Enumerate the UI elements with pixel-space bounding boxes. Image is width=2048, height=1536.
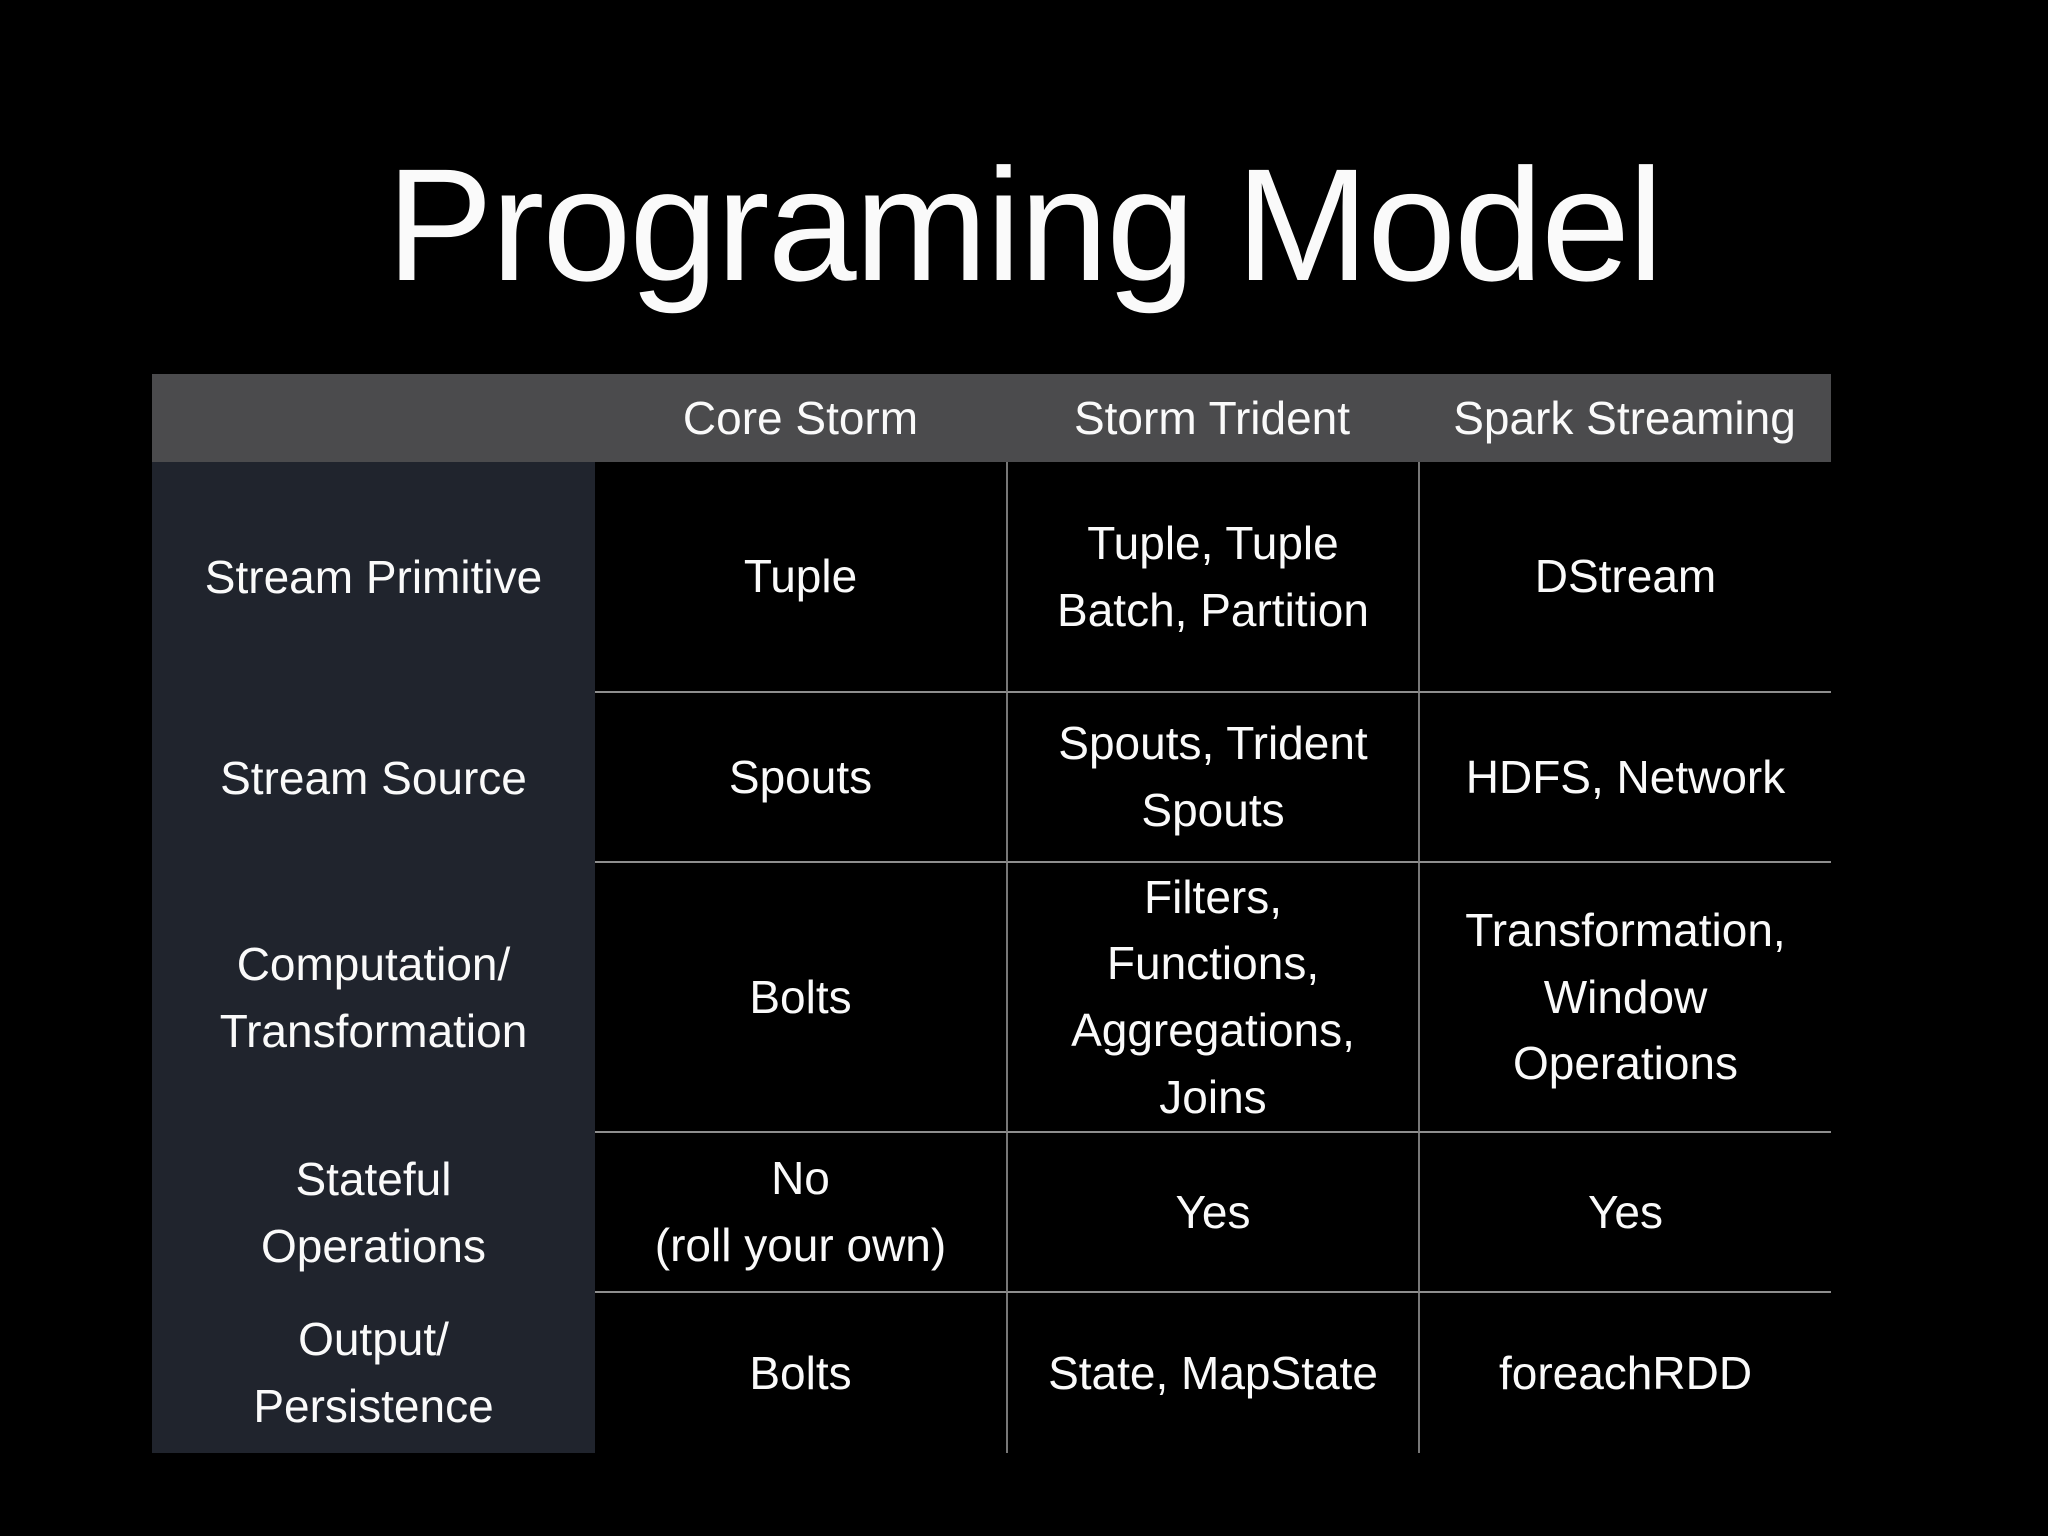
header-corner-cell — [152, 374, 595, 462]
table-cell: Spouts, Trident Spouts — [1006, 693, 1418, 863]
row-label-stream-primitive: Stream Primitive — [152, 462, 595, 693]
row-label-stateful-operations: Stateful Operations — [152, 1133, 595, 1293]
row-label-computation-transformation: Computation/ Transformation — [152, 863, 595, 1133]
column-header-storm-trident: Storm Trident — [1006, 374, 1418, 462]
table-cell: Bolts — [595, 863, 1006, 1133]
table-cell: Bolts — [749, 1346, 852, 1399]
slide-title: Programing Model — [386, 135, 1663, 314]
row-label-stream-source: Stream Source — [152, 693, 595, 863]
table-cell: Transformation, Window Operations — [1418, 863, 1831, 1133]
table-cell: Tuple — [595, 462, 1006, 693]
table-cell: Spouts — [595, 693, 1006, 863]
table-cell: No (roll your own) — [595, 1133, 1006, 1293]
table-cell: State, MapState — [1006, 1293, 1418, 1453]
column-header-spark-streaming: Spark Streaming — [1418, 374, 1831, 462]
table-cell: Tuple, Tuple Batch, Partition — [1006, 462, 1418, 693]
table-cell: DStream — [1418, 462, 1831, 693]
table-cell: Filters, Functions, Aggregations, Joins — [1006, 863, 1418, 1133]
table-cell: HDFS, Network — [1418, 693, 1831, 863]
table-cell: Yes — [1418, 1133, 1831, 1293]
table-cell: Yes — [1006, 1133, 1418, 1293]
table-cell: foreachRDD — [1418, 1293, 1831, 1453]
comparison-table: Core Storm Storm Trident Spark Streaming… — [152, 374, 1831, 1453]
row-label-output-persistence: Output/ Persistence — [152, 1293, 595, 1453]
column-header-core-storm: Core Storm — [595, 374, 1006, 462]
